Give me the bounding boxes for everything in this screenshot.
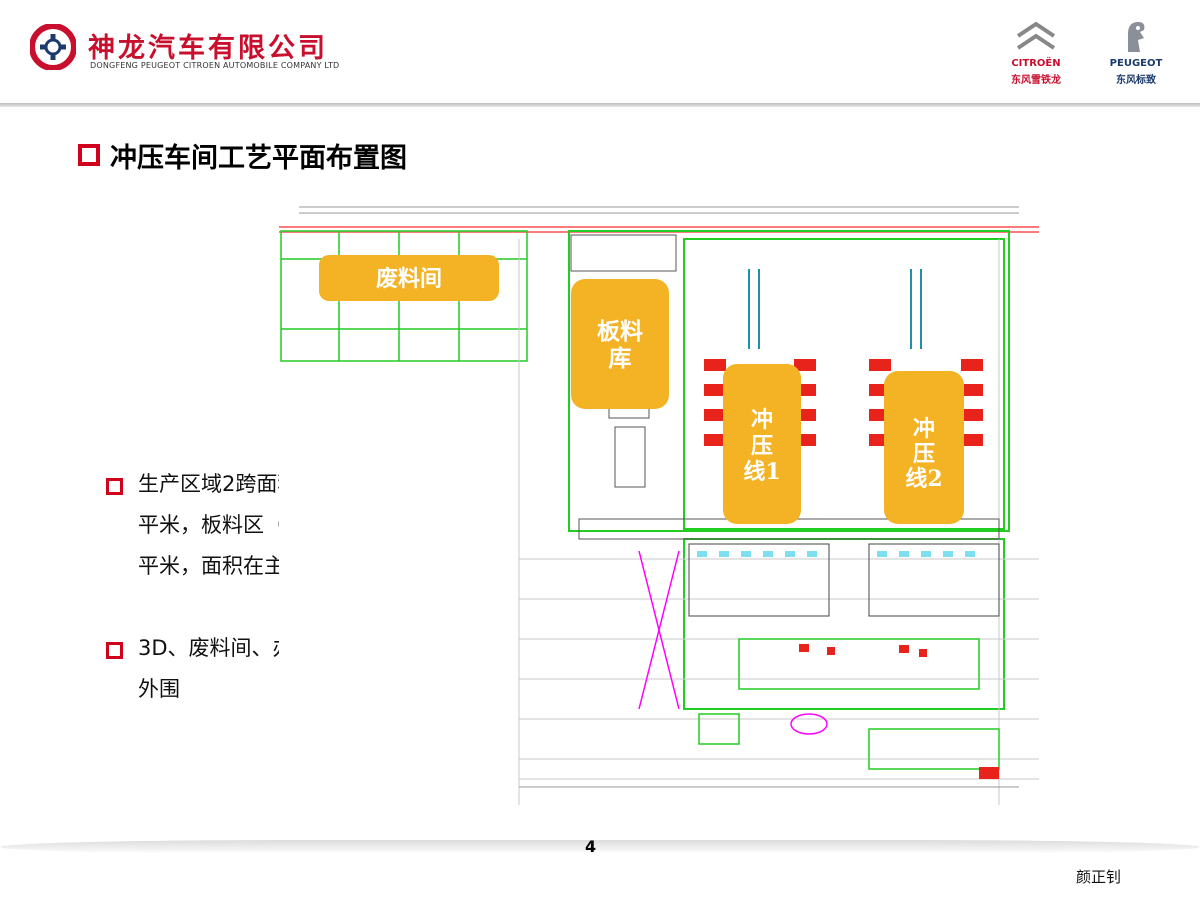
page-number: 4 [585,837,597,856]
die-storage-racks [688,543,1000,617]
peugeot-lion-icon [1128,22,1145,52]
header-divider [0,103,1200,107]
press-shop-floor-plan: 废料间 板料 库 冲 压 线1 冲 压 线2 [279,199,1039,805]
author-name: 颜正钊 [1076,868,1122,886]
company-name-cn: 神龙汽车有限公司 [88,33,328,64]
footer-divider [0,840,1200,854]
company-name-en: DONGFENG PEUGEOT CITROEN AUTOMOBILE COMP… [90,61,340,70]
press-line-2-zone: 冲 压 线2 [884,371,964,524]
svg-text:冲: 冲 [913,416,935,442]
press-line-conveyors [748,269,922,349]
page-title: 冲压车间工艺平面布置图 [110,143,407,174]
citroen-brand-sub: 东风雪铁龙 [1011,75,1061,86]
scrap-room-zone: 废料间 [319,255,499,301]
svg-text:线2: 线2 [905,466,942,492]
svg-text:线1: 线1 [743,459,780,485]
citroen-chevrons-icon [1016,21,1056,50]
svg-text:板料: 板料 [597,318,643,345]
svg-text:冲: 冲 [751,407,773,433]
citroen-brand-name: CITROËN [1011,58,1061,69]
maintenance-area [698,638,1000,770]
svg-text:压: 压 [913,441,935,467]
top-dimension-lines [299,206,1019,214]
die-storage-cells [697,551,975,557]
svg-text:压: 压 [751,433,773,459]
magenta-markings [638,550,828,735]
dpca-logo-icon [30,24,76,70]
title-bullet-icon [78,144,100,166]
svg-text:废料间: 废料间 [376,266,442,292]
blank-store-zone: 板料 库 [571,279,669,409]
press-line-1-zone: 冲 压 线1 [723,364,801,524]
svg-text:库: 库 [609,345,632,372]
peugeot-brand-sub: 东风标致 [1116,75,1156,86]
red-equipment [799,644,999,779]
peugeot-brand-name: PEUGEOT [1109,58,1163,69]
bullet-square-icon [106,642,123,659]
bullet-square-icon [106,478,123,495]
